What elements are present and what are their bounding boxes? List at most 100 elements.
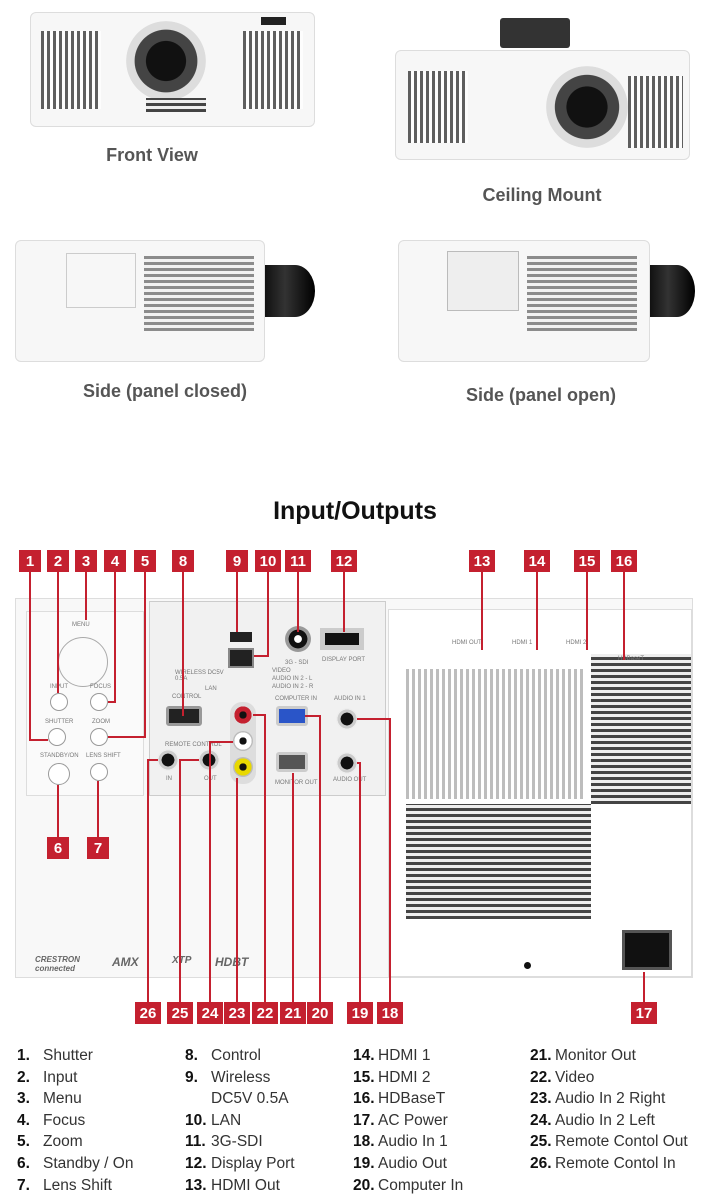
badge-23: 23: [224, 1002, 250, 1024]
legend-number: 26.: [530, 1154, 552, 1172]
legend-label: Audio In 2 Left: [555, 1111, 655, 1129]
standby-button[interactable]: [48, 763, 70, 785]
lan-port: [228, 648, 254, 668]
legend-item: 3. Menu: [17, 1088, 133, 1110]
ceiling-mount-image: [395, 50, 690, 160]
legend-item: 25.Remote Contol Out: [530, 1131, 688, 1153]
legend-label: Menu: [43, 1090, 82, 1108]
badge-2: 2: [47, 550, 69, 572]
legend-item: 19.Audio Out: [353, 1153, 463, 1175]
legend-number: 24.: [530, 1111, 552, 1129]
badge-25: 25: [167, 1002, 193, 1024]
label-3g-sdi: 3G - SDI: [285, 660, 309, 666]
legend-number: 16.: [353, 1090, 375, 1108]
legend-item: 4.Focus: [17, 1110, 133, 1132]
legend-label: Audio Out: [378, 1154, 447, 1172]
badge-18: 18: [377, 1002, 403, 1024]
legend-label: Control: [211, 1047, 261, 1064]
wireless-port: [230, 632, 252, 642]
legend-number: 19.: [353, 1154, 375, 1172]
legend-number: 13.: [185, 1176, 207, 1194]
io-panel: [15, 598, 693, 978]
legend-label: AC Power: [378, 1111, 448, 1129]
legend-label: HDMI Out: [211, 1176, 280, 1194]
legend-item: 10.LAN: [185, 1110, 295, 1132]
legend-label: HDMI 2: [378, 1068, 431, 1086]
section-title: Input/Outputs: [273, 497, 437, 525]
legend-label: HDBaseT: [378, 1090, 446, 1108]
badge-22: 22: [252, 1002, 278, 1024]
remote-in-jack: [157, 749, 179, 771]
label-hdmi1: HDMI 1: [512, 640, 533, 646]
badge-15: 15: [574, 550, 600, 572]
legend-item: DC5V 0.5A: [185, 1088, 295, 1110]
label-shutter: SHUTTER: [45, 719, 74, 725]
zoom-button[interactable]: [90, 728, 108, 746]
legend-label: Shutter: [43, 1047, 93, 1064]
legend-label: Focus: [43, 1111, 86, 1129]
legend-item: 9.Wireless: [185, 1067, 295, 1089]
legend-label: Remote Contol In: [555, 1154, 676, 1172]
ceiling-bracket: [500, 18, 570, 48]
legend-label: Standby / On: [43, 1154, 134, 1172]
legend-item: 13.HDMI Out: [185, 1175, 295, 1197]
legend-label: LAN: [211, 1111, 242, 1129]
legend-label: Audio In 1: [378, 1133, 448, 1151]
caption-ceiling-mount: Ceiling Mount: [482, 185, 602, 205]
lens-shift-button[interactable]: [90, 763, 108, 781]
badge-26: 26: [135, 1002, 161, 1024]
shutter-button[interactable]: [48, 728, 66, 746]
logo-hdbt: HDBT: [215, 955, 249, 969]
legend-number: 15.: [353, 1068, 375, 1086]
label-zoom: ZOOM: [92, 719, 110, 725]
legend-item: 16.HDBaseT: [353, 1088, 463, 1110]
legend-item: 18.Audio In 1: [353, 1131, 463, 1153]
label-control: CONTROL: [172, 694, 202, 700]
legend-item: 26.Remote Contol In: [530, 1153, 688, 1175]
badge-3: 3: [75, 550, 97, 572]
power-dot: [524, 962, 531, 969]
legend-number: 3.: [17, 1090, 30, 1108]
legend-item: 22.Video: [530, 1067, 688, 1089]
legend-number: 10.: [185, 1111, 207, 1129]
legend-label: Computer In: [378, 1176, 464, 1194]
legend-item: 21.Monitor Out: [530, 1045, 688, 1067]
audio-in2-left-jack: [233, 731, 253, 751]
audio-in2-right-jack: [233, 705, 253, 725]
label-focus: FOCUS: [90, 684, 111, 690]
caption-front-view: Front View: [106, 145, 198, 165]
badge-12: 12: [331, 550, 357, 572]
monitor-out-port: [276, 752, 308, 772]
legend-number: 18.: [353, 1133, 375, 1151]
legend-item: 5.Zoom: [17, 1131, 133, 1153]
legend-number: 25.: [530, 1133, 552, 1151]
legend-number: 9.: [185, 1068, 198, 1086]
logo-crestron: CRESTRON connected: [35, 955, 80, 973]
focus-button[interactable]: [90, 693, 108, 711]
badge-14: 14: [524, 550, 550, 572]
input-button[interactable]: [50, 693, 68, 711]
lens-cylinder: [265, 265, 315, 317]
legend-number: 11.: [185, 1133, 206, 1151]
audio-out-jack: [336, 752, 358, 774]
legend-number: 22.: [530, 1068, 552, 1086]
front-view-image: [30, 12, 315, 127]
legend-number: 6.: [17, 1154, 30, 1172]
label-display-port: DISPLAY PORT: [322, 657, 366, 663]
side-open-image: [398, 240, 650, 362]
legend-item: 11.3G-SDI: [185, 1131, 295, 1153]
video-jack: [233, 757, 253, 777]
logo-amx: AMX: [112, 955, 139, 969]
label-lens-shift: LENS SHIFT: [86, 753, 121, 759]
legend-number: 8.: [185, 1047, 198, 1064]
legend-item: 14.HDMI 1: [353, 1045, 463, 1067]
badge-4: 4: [104, 550, 126, 572]
legend-item: 20.Computer In: [353, 1175, 463, 1197]
legend-label: Monitor Out: [555, 1047, 636, 1064]
legend-number: 5.: [17, 1133, 30, 1151]
legend-item: 2.Input: [17, 1067, 133, 1089]
badge-19: 19: [347, 1002, 373, 1024]
